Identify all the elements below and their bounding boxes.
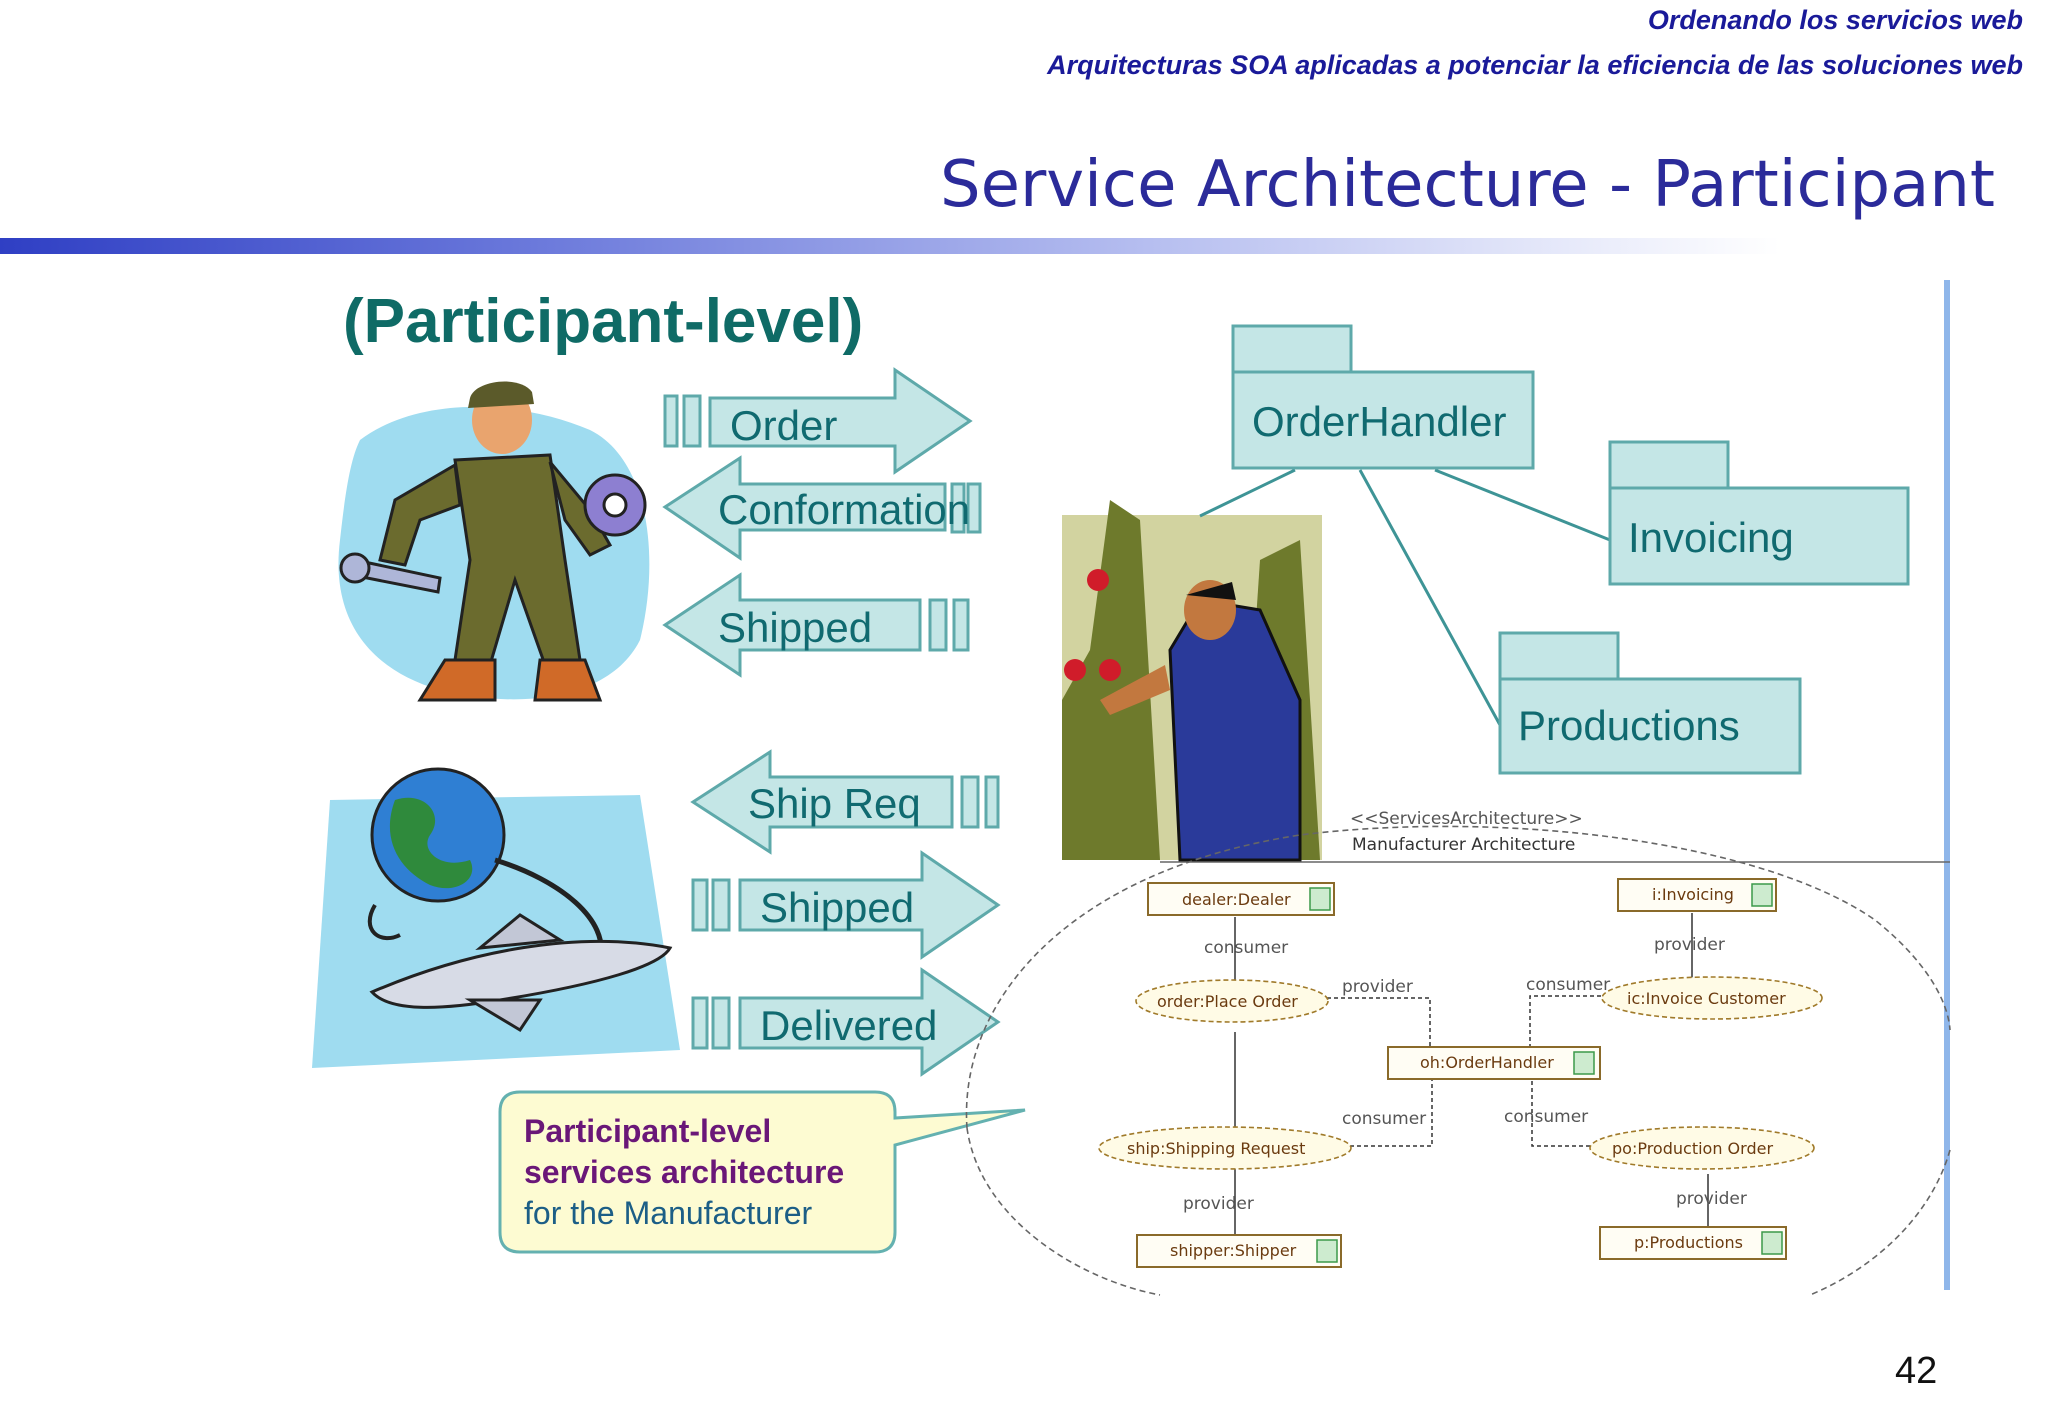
package-invoicing-label: Invoicing: [1628, 514, 1794, 561]
presentation-header-line1: Ordenando los servicios web: [1647, 5, 2023, 35]
figure-right-border: [1944, 280, 1950, 1290]
uml-connectors: [1234, 913, 1709, 1236]
uml-part-dealer-label: dealer:Dealer: [1182, 890, 1291, 909]
ship-req-arrow-tick-2: [984, 775, 1000, 829]
uml-part-shipper-label: shipper:Shipper: [1170, 1241, 1297, 1260]
order-arrow-tick-1: [663, 394, 679, 448]
conformation-arrow-tick-2: [966, 482, 982, 534]
level-title: (Participant-level): [343, 287, 863, 356]
callout: Participant-level services architecture …: [498, 1090, 1026, 1254]
order-arrow-tick-2: [682, 394, 702, 448]
package-order-handler-label: OrderHandler: [1252, 398, 1506, 445]
worker-clipart: [338, 381, 650, 702]
uml-service-production-order-label: po:Production Order: [1612, 1139, 1773, 1158]
uml-service-production-order: po:Production Order: [1589, 1126, 1815, 1170]
uml-role-consumer-shipping-request: consumer: [1342, 1109, 1426, 1129]
uml-service-invoice-customer: ic:Invoice Customer: [1601, 976, 1823, 1020]
delivered-arrow-tick-1: [691, 996, 709, 1050]
globe-plane-clipart: [312, 767, 680, 1068]
uml-role-provider-productions: provider: [1676, 1189, 1747, 1209]
ship-req-arrow: Ship Req: [690, 749, 1000, 855]
presentation-header-line2: Arquitecturas SOA aplicadas a potenciar …: [1047, 50, 2023, 80]
shipped-out-arrow-label: Shipped: [760, 884, 914, 931]
uml-services-architecture: <<ServicesArchitecture>> Manufacturer Ar…: [965, 809, 1951, 1296]
uml-stereotype: <<ServicesArchitecture>>: [1350, 809, 1583, 829]
package-productions: Productions: [1498, 631, 1802, 775]
shipped-in-arrow-tick-2: [952, 598, 970, 652]
callout-line1: Participant-level: [524, 1113, 771, 1149]
uml-service-invoice-customer-label: ic:Invoice Customer: [1627, 989, 1786, 1008]
shipped-in-arrow-label: Shipped: [718, 604, 872, 651]
businessman-clipart: [1062, 500, 1322, 862]
uml-part-invoicing-label: i:Invoicing: [1652, 885, 1734, 904]
uml-role-consumer-dealer: consumer: [1204, 938, 1288, 958]
package-order-handler: OrderHandler: [1231, 324, 1535, 470]
shipped-out-arrow-tick-1: [691, 878, 709, 932]
uml-service-shipping-request: ship:Shipping Request: [1098, 1126, 1352, 1170]
title-gradient-bar: [0, 238, 1780, 254]
uml-role-consumer-production-order: consumer: [1504, 1107, 1588, 1127]
uml-service-shipping-request-label: ship:Shipping Request: [1127, 1139, 1305, 1158]
page-number: 42: [1895, 1350, 1938, 1392]
conformation-arrow-label: Conformation: [718, 486, 970, 533]
order-arrow-label: Order: [730, 402, 837, 449]
callout-line2: services architecture: [524, 1154, 844, 1190]
shipped-out-arrow-tick-2: [711, 878, 731, 932]
uml-architecture-name: Manufacturer Architecture: [1352, 835, 1575, 855]
uml-role-provider-invoicing: provider: [1654, 935, 1725, 955]
uml-part-dealer: dealer:Dealer: [1147, 882, 1335, 916]
package-lines: [1199, 468, 1611, 726]
uml-part-shipper: shipper:Shipper: [1136, 1234, 1342, 1268]
uml-role-provider-shipper: provider: [1183, 1194, 1254, 1214]
order-arrow: Order: [663, 367, 973, 475]
uml-part-order-handler: oh:OrderHandler: [1387, 1046, 1601, 1080]
uml-part-order-handler-label: oh:OrderHandler: [1420, 1053, 1554, 1072]
slide-title: Service Architecture - Participant: [939, 148, 1995, 222]
shipped-in-arrow: Shipped: [662, 572, 970, 678]
uml-part-productions: p:Productions: [1599, 1226, 1787, 1260]
uml-service-place-order-label: order:Place Order: [1157, 992, 1298, 1011]
shipped-out-arrow: Shipped: [691, 850, 1001, 960]
ship-req-arrow-tick-1: [960, 775, 980, 829]
ship-req-arrow-label: Ship Req: [748, 780, 921, 827]
uml-service-place-order: order:Place Order: [1135, 979, 1329, 1023]
callout-line3: for the Manufacturer: [524, 1195, 812, 1231]
uml-part-invoicing: i:Invoicing: [1617, 878, 1777, 912]
uml-role-consumer-invoice-customer: consumer: [1526, 975, 1610, 995]
shipped-in-arrow-tick-1: [928, 598, 948, 652]
uml-part-productions-label: p:Productions: [1634, 1233, 1743, 1252]
conformation-arrow: Conformation: [662, 455, 982, 561]
package-invoicing: Invoicing: [1608, 440, 1910, 586]
delivered-arrow-tick-2: [711, 996, 731, 1050]
delivered-arrow: Delivered: [691, 967, 1001, 1077]
package-productions-label: Productions: [1518, 702, 1740, 749]
uml-role-provider-place-order: provider: [1342, 977, 1413, 997]
conformation-arrow-tick-1: [950, 482, 966, 534]
delivered-arrow-label: Delivered: [760, 1002, 937, 1049]
